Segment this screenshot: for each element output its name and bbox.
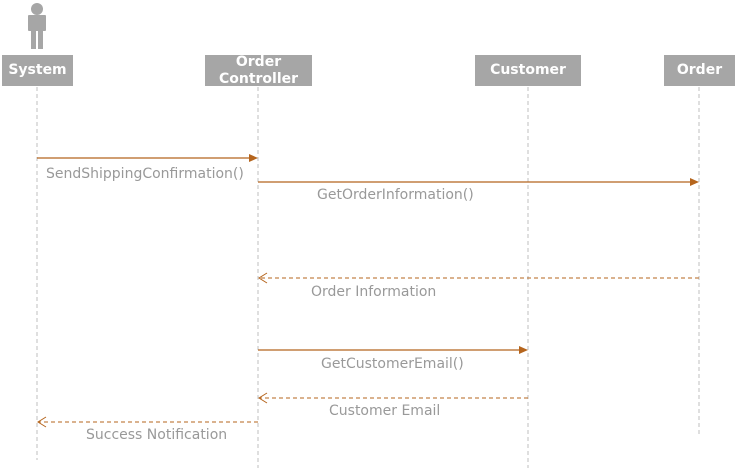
message-label-success-notification: Success Notification [86,427,228,443]
message-label-get-customer-email: GetCustomerEmail() [321,356,464,372]
message-get-customer-email-arrow [258,346,528,354]
message-label-order-information: Order Information [311,284,437,300]
actor-icon [28,3,46,49]
message-label-send-shipping-confirmation: SendShippingConfirmation() [46,166,244,182]
lifeline-header-order: Order [664,55,735,86]
lifeline-header-customer: Customer [475,55,581,86]
message-success-notification-arrow [37,416,258,428]
message-get-order-information-arrow [258,178,699,186]
message-customer-email-arrow [258,392,528,404]
message-send-shipping-confirmation-arrow [37,154,258,162]
message-order-information-arrow [258,272,699,284]
message-label-get-order-information: GetOrderInformation() [317,187,474,203]
message-label-customer-email: Customer Email [329,403,441,419]
lifeline-header-order-controller: Order Controller [205,54,312,87]
lifeline-header-system: System [2,55,73,86]
